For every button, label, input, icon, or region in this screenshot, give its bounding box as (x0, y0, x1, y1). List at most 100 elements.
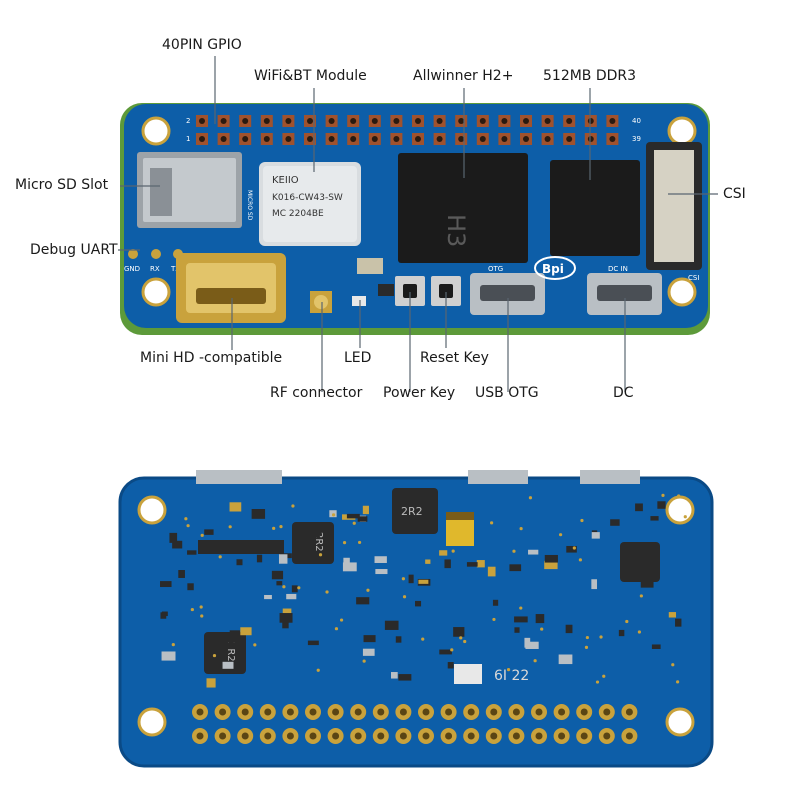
smd-part (487, 566, 496, 577)
smd-part (307, 640, 319, 646)
smd-part (229, 630, 240, 641)
smd-part (423, 514, 437, 522)
gpio-pad-hole (264, 732, 272, 740)
gpio-pin-hole (436, 118, 443, 124)
via (683, 515, 687, 519)
smd-part (635, 503, 643, 512)
smd-part (565, 624, 573, 634)
via (558, 533, 563, 537)
soc-label: Allwinner H2+ (413, 68, 514, 84)
via (572, 546, 576, 550)
inductor (620, 542, 660, 582)
gpio-pad-hole (603, 732, 611, 740)
gpio-pad-hole (558, 732, 566, 740)
smd-part (514, 616, 528, 623)
via (671, 663, 675, 667)
led (352, 296, 366, 306)
smd-part (558, 654, 573, 665)
uart-tx-label: TX (170, 265, 180, 273)
via (625, 619, 629, 624)
smd-part (476, 560, 485, 568)
mount-hole (141, 116, 171, 146)
smd-part (161, 651, 176, 661)
gpio-pad-hole (490, 708, 498, 716)
smd-part (668, 612, 677, 618)
hdmi-shadow (196, 470, 282, 484)
gpio-pad-hole (219, 708, 227, 716)
bpi-logo-text: Bpi (542, 262, 564, 276)
rf-connector-center (314, 295, 328, 309)
smd-part (178, 570, 185, 578)
smd-part (544, 560, 558, 570)
gpio-pin-hole (328, 118, 335, 124)
via (190, 607, 194, 612)
inductor-label: 2R2 (225, 642, 236, 662)
smd-part (390, 672, 398, 679)
smd-part (342, 562, 357, 572)
smd-part (222, 661, 234, 669)
otg-silkscreen: OTG (488, 265, 503, 273)
gpio-pin-hole (220, 136, 227, 142)
hdmi-label: Mini HD -compatible (140, 350, 283, 366)
microsd-label: Micro SD Slot (15, 177, 109, 193)
via (334, 627, 339, 631)
via (421, 637, 425, 641)
pcb-bottom-edge (118, 476, 714, 768)
gpio-pin-hole (523, 118, 529, 124)
microsd-slot-latch (150, 168, 172, 216)
gpio-pad-hole (354, 708, 362, 716)
date-code: 6I 22 (494, 668, 529, 684)
gpio-pad-hole (445, 732, 453, 740)
gpio-pin-hole (307, 136, 313, 142)
smd-part (439, 649, 452, 655)
smd-part (509, 564, 522, 572)
smd-part (618, 629, 625, 637)
smd-part (278, 554, 288, 564)
via (362, 659, 366, 663)
gpio-pin-hole (479, 118, 486, 124)
soc-marking: H3 (442, 214, 470, 247)
gpio-pad-hole (264, 708, 272, 716)
smd-part (566, 545, 577, 553)
usb-otg-opening (480, 285, 535, 301)
smd-part (374, 556, 387, 563)
via (402, 595, 407, 599)
gpio-label: 40PIN GPIO (162, 37, 242, 53)
soc-chip (398, 153, 528, 263)
via (637, 630, 642, 634)
gpio-pin-hole (263, 136, 270, 142)
gpio-pin-hole (587, 136, 594, 142)
gpio-pad-hole (332, 708, 340, 716)
via (585, 635, 589, 640)
via (272, 526, 276, 530)
gpio-pad-hole (196, 708, 204, 716)
via (200, 533, 204, 537)
smd-part (291, 585, 298, 593)
gpio-pin-hole (199, 118, 205, 124)
inductor (292, 522, 334, 564)
via (584, 645, 589, 649)
dc-label: DC (613, 385, 634, 401)
smd-part (362, 648, 375, 656)
gpio-pad-hole (309, 732, 317, 740)
board-top: 2 1 40 39 MICRO SD KEIIO K016-CW43-SW MC… (120, 103, 710, 335)
gpio-pad-hole (399, 708, 407, 716)
wifi-brand: KEIIO (272, 175, 299, 186)
smd-part (276, 581, 283, 586)
gpio-pad-hole (332, 732, 340, 740)
gpio-pin-hole (544, 136, 551, 142)
via (661, 493, 665, 497)
gpio-pad-hole (512, 732, 520, 740)
via (366, 588, 370, 592)
via (253, 643, 257, 647)
via (599, 635, 603, 639)
gpio-pads (192, 704, 638, 744)
via (519, 606, 523, 610)
smd-part (356, 597, 370, 605)
uart-pad (151, 249, 161, 259)
bpi-logo (534, 256, 576, 280)
via (171, 643, 175, 647)
gpio-pad-hole (241, 708, 249, 716)
via (352, 521, 356, 525)
